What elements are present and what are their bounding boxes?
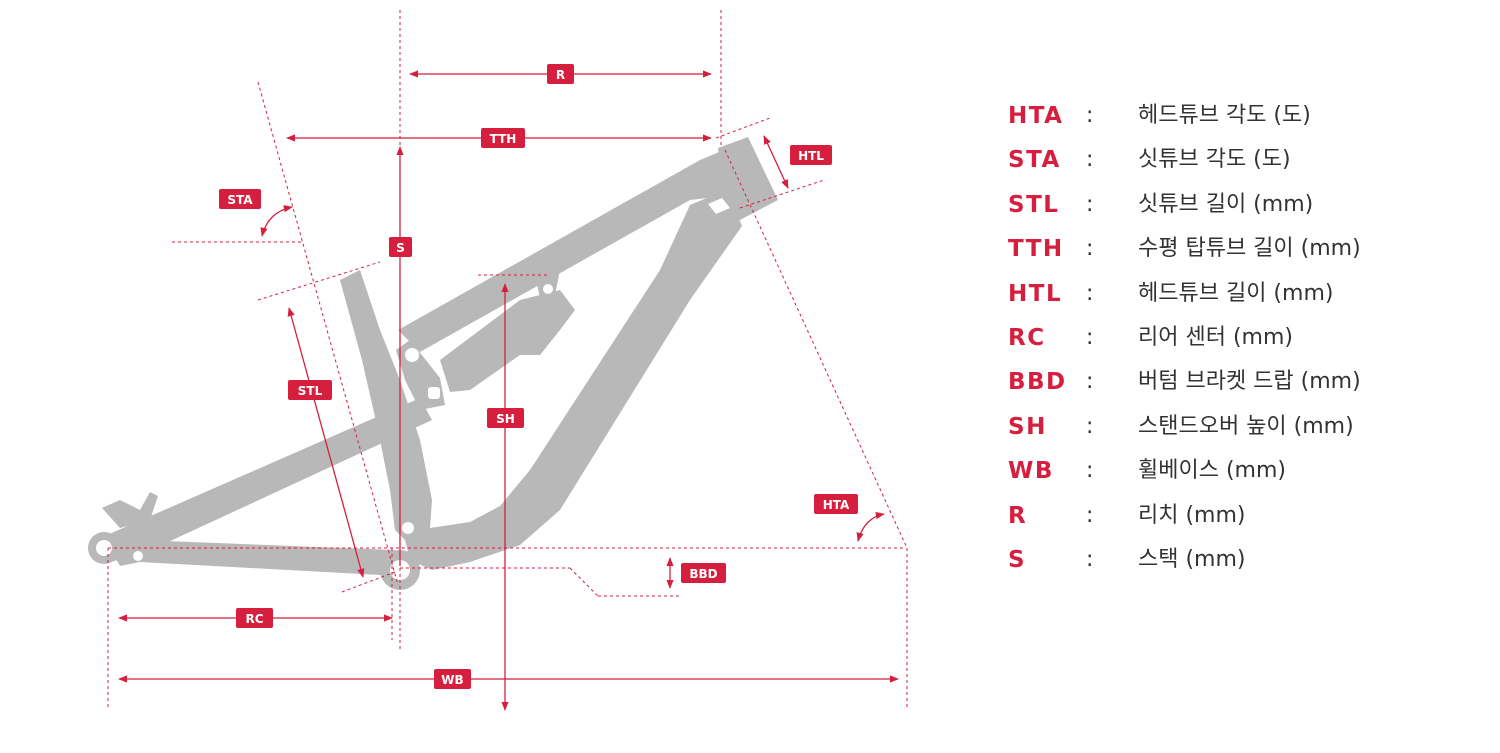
legend-row: HTL: 헤드튜브 길이 (mm): [1008, 272, 1488, 316]
badge-tth-text: TTH: [490, 132, 517, 146]
legend-row: STA: 싯튜브 각도 (도): [1008, 138, 1488, 182]
badge-r-text: R: [556, 68, 565, 82]
legend-description: 스탠드오버 높이 (mm): [1138, 413, 1354, 439]
legend-colon: :: [1086, 324, 1094, 350]
legend-description: 버텀 브라켓 드랍 (mm): [1138, 369, 1361, 395]
legend-description: 헤드튜브 길이 (mm): [1138, 280, 1334, 306]
legend-row: WB: 휠베이스 (mm): [1008, 449, 1488, 493]
brake-mount: [102, 492, 158, 528]
legend-description: 싯튜브 각도 (도): [1138, 147, 1291, 173]
badge-hta-text: HTA: [823, 498, 850, 512]
legend-row: RC: 리어 센터 (mm): [1008, 316, 1488, 360]
shock-pivot: [543, 284, 553, 294]
legend-code: HTL: [1008, 280, 1063, 307]
badge-htl: HTL: [790, 145, 832, 165]
geometry-legend: HTA: 헤드튜브 각도 (도) STA: 싯튜브 각도 (도) STL: 싯튜브 길이 …: [1008, 94, 1488, 582]
top-tube: [398, 150, 726, 352]
shock-mount: [535, 262, 560, 298]
legend-code: WB: [1008, 458, 1054, 485]
legend-colon: :: [1086, 502, 1094, 528]
dropout-pivot: [133, 551, 143, 561]
bb-lower-pivot: [402, 522, 414, 534]
badge-bbd-text: BBD: [689, 567, 717, 581]
legend-code: STA: [1008, 147, 1061, 174]
badge-stl-text: STL: [298, 384, 323, 398]
htl-arrow: [763, 135, 789, 189]
badge-sh-text: SH: [496, 412, 515, 426]
badge-s-text: S: [396, 241, 405, 255]
legend-row: BBD: 버텀 브라켓 드랍 (mm): [1008, 360, 1488, 404]
badge-sta-text: STA: [227, 193, 253, 207]
legend-colon: :: [1086, 546, 1094, 572]
badge-tth: TTH: [481, 128, 525, 148]
legend-row: S: 스택 (mm): [1008, 538, 1488, 582]
legend-colon: :: [1086, 413, 1094, 439]
badge-hta: HTA: [814, 494, 858, 514]
badge-r: R: [547, 64, 574, 84]
legend-code: BBD: [1008, 369, 1067, 396]
badge-wb-text: WB: [441, 673, 463, 687]
badge-sh: SH: [487, 408, 524, 428]
bike-geometry-diagram: R TTH HTL STA S STL SH HTA BBD RC WB: [88, 10, 908, 711]
legend-description: 수평 탑튜브 길이 (mm): [1138, 236, 1361, 262]
dropout-hole: [96, 540, 112, 556]
legend-code: SH: [1008, 413, 1047, 440]
badge-bbd: BBD: [681, 563, 726, 583]
hta-arc: [856, 512, 885, 542]
badge-stl: STL: [288, 380, 332, 400]
legend-description: 헤드튜브 각도 (도): [1138, 103, 1311, 128]
legend-row: R: 리치 (mm): [1008, 494, 1488, 538]
legend-description: 스택 (mm): [1138, 546, 1246, 572]
legend-code: HTA: [1008, 103, 1064, 129]
legend-colon: :: [1086, 103, 1094, 128]
sta-arc: [260, 205, 293, 237]
legend-colon: :: [1086, 147, 1094, 173]
badge-s: S: [389, 237, 412, 257]
frame-details: [96, 198, 730, 580]
legend-code: STL: [1008, 191, 1060, 218]
bike-frame: [88, 137, 778, 590]
down-tube: [405, 190, 742, 570]
legend-code: R: [1008, 502, 1028, 529]
legend-code: S: [1008, 546, 1027, 573]
legend-description: 리치 (mm): [1138, 502, 1246, 528]
headtube-window: [708, 198, 730, 214]
badge-rc: RC: [236, 608, 273, 628]
stl-arrow: [287, 307, 365, 578]
legend-row: STL: 싯튜브 길이 (mm): [1008, 183, 1488, 227]
legend-row: SH: 스탠드오버 높이 (mm): [1008, 405, 1488, 449]
legend-code: RC: [1008, 324, 1046, 351]
badge-htl-text: HTL: [798, 149, 824, 163]
legend-description: 싯튜브 길이 (mm): [1138, 191, 1314, 217]
legend-colon: :: [1086, 191, 1094, 217]
badge-wb: WB: [434, 669, 471, 689]
legend-description: 리어 센터 (mm): [1138, 324, 1293, 350]
dimension-arrows: [118, 70, 899, 711]
link-window: [428, 387, 440, 399]
legend-colon: :: [1086, 369, 1094, 395]
link-pivot: [405, 348, 419, 362]
badge-rc-text: RC: [245, 612, 263, 626]
badge-sta: STA: [219, 189, 261, 209]
legend-colon: :: [1086, 280, 1094, 306]
legend-row: HTA: 헤드튜브 각도 (도): [1008, 94, 1488, 138]
legend-row: TTH: 수평 탑튜브 길이 (mm): [1008, 227, 1488, 271]
chain-stay: [110, 540, 420, 580]
legend-colon: :: [1086, 458, 1094, 484]
legend-colon: :: [1086, 236, 1094, 262]
seat-stay: [100, 398, 432, 562]
legend-code: TTH: [1008, 236, 1064, 263]
legend-description: 휠베이스 (mm): [1138, 458, 1286, 484]
